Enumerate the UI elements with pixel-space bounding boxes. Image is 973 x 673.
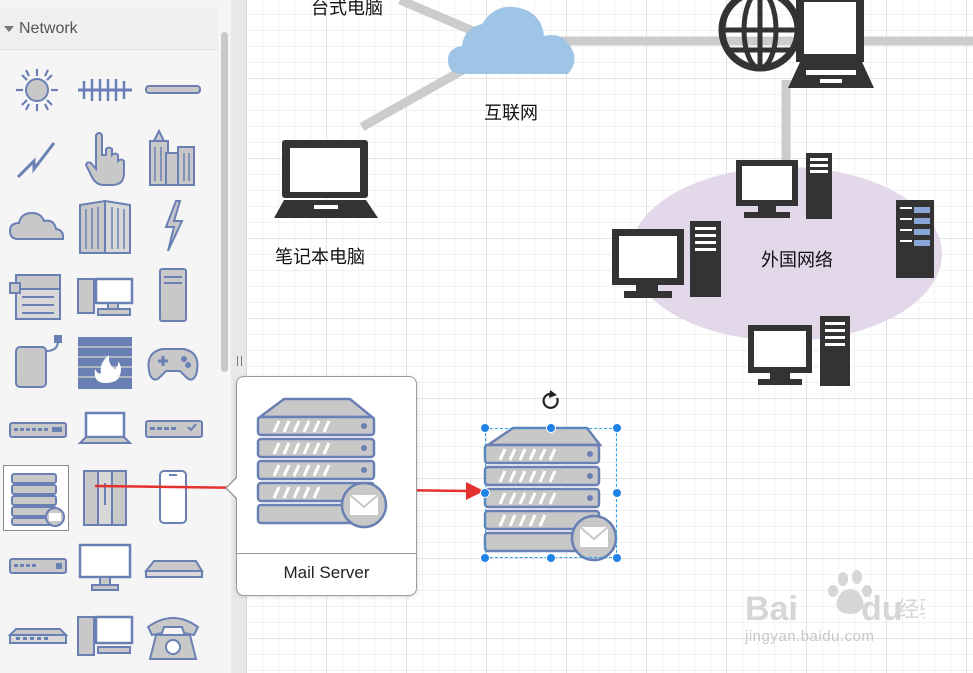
svg-text:经验: 经验 xyxy=(897,598,925,623)
laptop-icon xyxy=(77,411,133,444)
gamepad-shape[interactable] xyxy=(140,329,206,395)
splitter-grip-icon[interactable] xyxy=(237,356,242,366)
firewall-shape[interactable] xyxy=(72,329,138,395)
mobile-phone-shape[interactable] xyxy=(140,465,206,531)
city-buildings-icon xyxy=(149,128,195,186)
network-switch-icon xyxy=(7,628,69,644)
lightning-link-icon xyxy=(16,142,56,179)
resize-handle-ne[interactable] xyxy=(612,423,622,433)
laptop-shape[interactable] xyxy=(72,397,138,463)
hub-shape[interactable] xyxy=(140,533,206,599)
sidebar-scrollbar-thumb[interactable] xyxy=(221,32,228,372)
network-section-header[interactable]: Network xyxy=(0,8,218,50)
cloud-shape[interactable] xyxy=(4,193,70,259)
lightning-shape[interactable] xyxy=(140,193,206,259)
network-switch-shape[interactable] xyxy=(4,601,70,667)
resize-handle-e[interactable] xyxy=(612,488,622,498)
laptop-icon[interactable] xyxy=(274,140,378,218)
workstation-icon xyxy=(77,277,134,316)
desktop-internet-link[interactable] xyxy=(398,0,482,39)
mail-server-shape[interactable] xyxy=(3,465,69,531)
rack-shape[interactable] xyxy=(72,465,138,531)
antenna-shape[interactable] xyxy=(72,57,138,123)
mail-server-icon xyxy=(11,473,65,527)
antenna-icon xyxy=(78,79,132,101)
internet-cloud-icon[interactable] xyxy=(448,6,575,74)
pc-icon xyxy=(77,615,134,656)
watermark-url: jingyan.baidu.com xyxy=(745,628,875,645)
svg-text:du: du xyxy=(861,590,903,628)
copier-icon xyxy=(9,274,61,320)
gamepad-icon xyxy=(147,348,199,381)
canvas-mail-server[interactable] xyxy=(483,426,618,562)
rack-icon xyxy=(83,470,127,526)
office-building-shape[interactable] xyxy=(72,193,138,259)
satellite-icon xyxy=(16,69,58,111)
server-tower-right[interactable] xyxy=(896,200,934,278)
telephone-icon xyxy=(146,617,200,660)
baidu-watermark-logo: Bai du 经验 xyxy=(745,570,925,628)
copier-shape[interactable] xyxy=(4,261,70,327)
tooltip-title: Mail Server xyxy=(283,563,370,582)
workstation-shape[interactable] xyxy=(72,261,138,327)
section-title: Network xyxy=(19,19,78,37)
resize-handle-s[interactable] xyxy=(546,553,556,563)
tooltip-pointer-fill xyxy=(227,477,238,499)
external-drive-icon xyxy=(15,335,62,388)
selection-box[interactable] xyxy=(485,428,617,558)
satellite-shape[interactable] xyxy=(4,57,70,123)
external-drive-shape[interactable] xyxy=(4,329,70,395)
switch-icon xyxy=(9,422,67,438)
cable-icon xyxy=(145,85,201,94)
touch-hand-icon xyxy=(84,132,125,186)
resize-handle-w[interactable] xyxy=(480,488,490,498)
cable-shape[interactable] xyxy=(140,57,206,123)
rotate-handle-icon[interactable] xyxy=(542,390,559,409)
server-tower-shape[interactable] xyxy=(140,261,206,327)
resize-handle-se[interactable] xyxy=(612,553,622,563)
laptop-internet-link[interactable] xyxy=(359,62,473,131)
foreign-network-ellipse[interactable] xyxy=(630,167,942,341)
hub-icon xyxy=(143,560,204,578)
resize-handle-sw[interactable] xyxy=(480,553,490,563)
svg-text:Bai: Bai xyxy=(745,590,798,628)
foreign-network-label[interactable]: 外国网络 xyxy=(761,250,833,271)
workstation-bottom[interactable] xyxy=(748,316,850,386)
monitor-icon xyxy=(78,543,132,591)
office-building-icon xyxy=(79,199,131,254)
internet-label[interactable]: 互联网 xyxy=(484,103,538,124)
resize-handle-n[interactable] xyxy=(546,423,556,433)
shape-preview-tooltip: Mail Server xyxy=(236,376,417,596)
laptop-label[interactable]: 笔记本电脑 xyxy=(275,247,365,268)
telephone-shape[interactable] xyxy=(140,601,206,667)
switch-shape[interactable] xyxy=(4,397,70,463)
modem-icon xyxy=(9,558,67,574)
mobile-phone-icon xyxy=(159,470,187,524)
globe-laptop-icon[interactable] xyxy=(718,0,874,88)
lightning-icon xyxy=(164,200,184,252)
modem-shape[interactable] xyxy=(4,533,70,599)
pc-shape[interactable] xyxy=(72,601,138,667)
drag-arrow-tail xyxy=(94,484,250,490)
router-shape[interactable] xyxy=(140,397,206,463)
workstation-top[interactable] xyxy=(736,153,832,219)
router-icon xyxy=(145,420,203,438)
monitor-shape[interactable] xyxy=(72,533,138,599)
workstation-left[interactable] xyxy=(612,221,721,298)
cloud-icon xyxy=(8,211,65,240)
touch-hand-shape[interactable] xyxy=(72,125,138,191)
lightning-link-shape[interactable] xyxy=(4,125,70,191)
diagram-connections xyxy=(248,0,973,562)
mail-server-preview-icon xyxy=(256,397,388,529)
collapse-triangle-icon[interactable] xyxy=(4,25,14,32)
resize-handle-nw[interactable] xyxy=(480,423,490,433)
city-buildings-shape[interactable] xyxy=(140,125,206,191)
firewall-icon xyxy=(78,337,132,389)
tooltip-divider xyxy=(237,553,416,554)
server-tower-icon xyxy=(159,268,187,322)
desktop-label[interactable]: 台式电脑 xyxy=(311,0,383,19)
